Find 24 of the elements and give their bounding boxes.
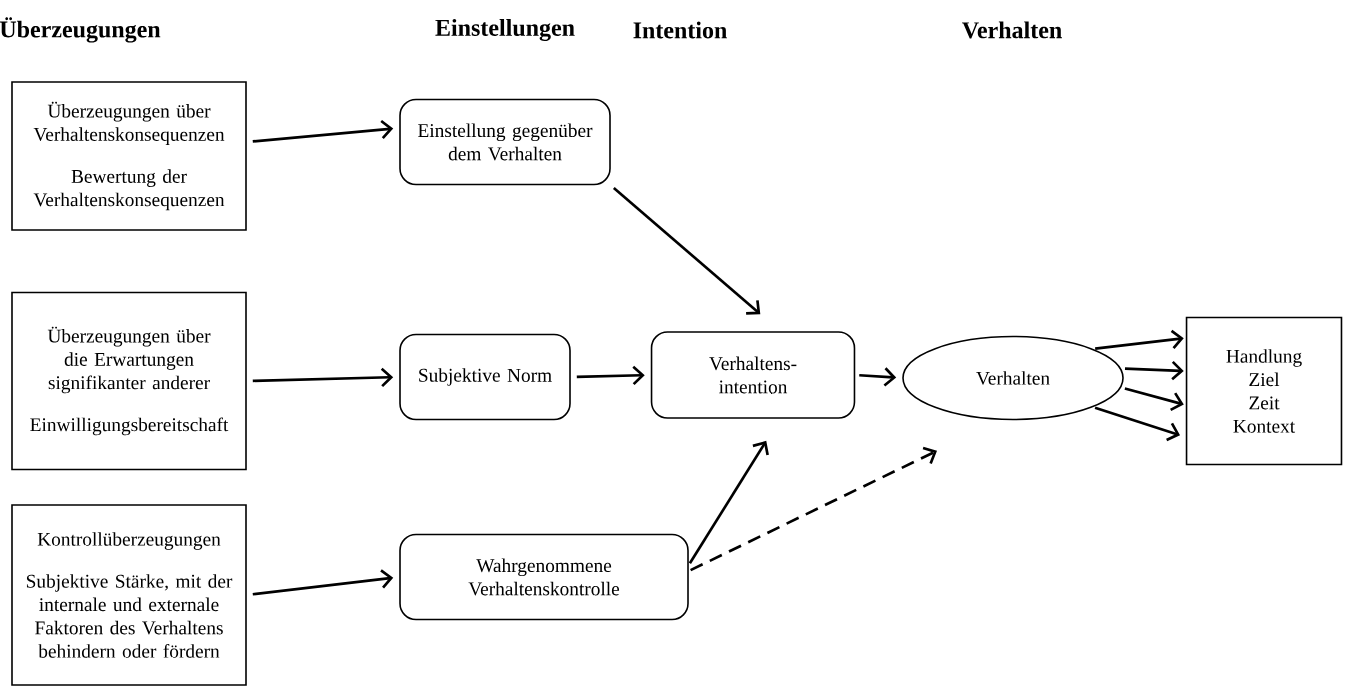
construct-box: Subjektive Norm — [399, 333, 571, 421]
concept-box: Handlung Ziel Zeit Kontext — [1185, 316, 1343, 466]
concept-box: Kontrollüberzeugungen Subjektive Stärke, mit der internale und externale Faktoren des Verhaltens behindern oder fördern — [11, 504, 247, 686]
arrow — [252, 569, 394, 596]
column-heading: Intention — [633, 21, 727, 39]
arrow — [252, 119, 394, 143]
arrow — [252, 367, 394, 388]
arrow — [612, 186, 761, 315]
column-heading: Verhalten — [962, 21, 1062, 39]
arrow — [688, 440, 769, 564]
concept-box: Überzeugungen über die Erwartungen signifikanter anderer Einwilligungsbereitschaft — [11, 291, 247, 471]
column-heading: Einstellungen — [435, 19, 575, 41]
arrow — [690, 446, 937, 572]
arrow — [1124, 387, 1184, 412]
arrow — [1094, 406, 1181, 442]
arrow — [1095, 329, 1184, 350]
arrow — [859, 367, 897, 387]
construct-box: Verhaltens- intention — [650, 331, 856, 419]
construct-box: Einstellung gegenüber dem Verhalten — [399, 98, 611, 186]
construct-box: Wahrgenommene Verhaltenskontrolle — [399, 533, 689, 621]
column-heading: Überzeugungen — [0, 17, 161, 43]
concept-box: Überzeugungen über Verhaltenskonsequenzen Bewertung der Verhaltenskonsequenzen — [11, 81, 247, 231]
arrow — [1124, 360, 1184, 381]
arrow — [576, 365, 645, 386]
